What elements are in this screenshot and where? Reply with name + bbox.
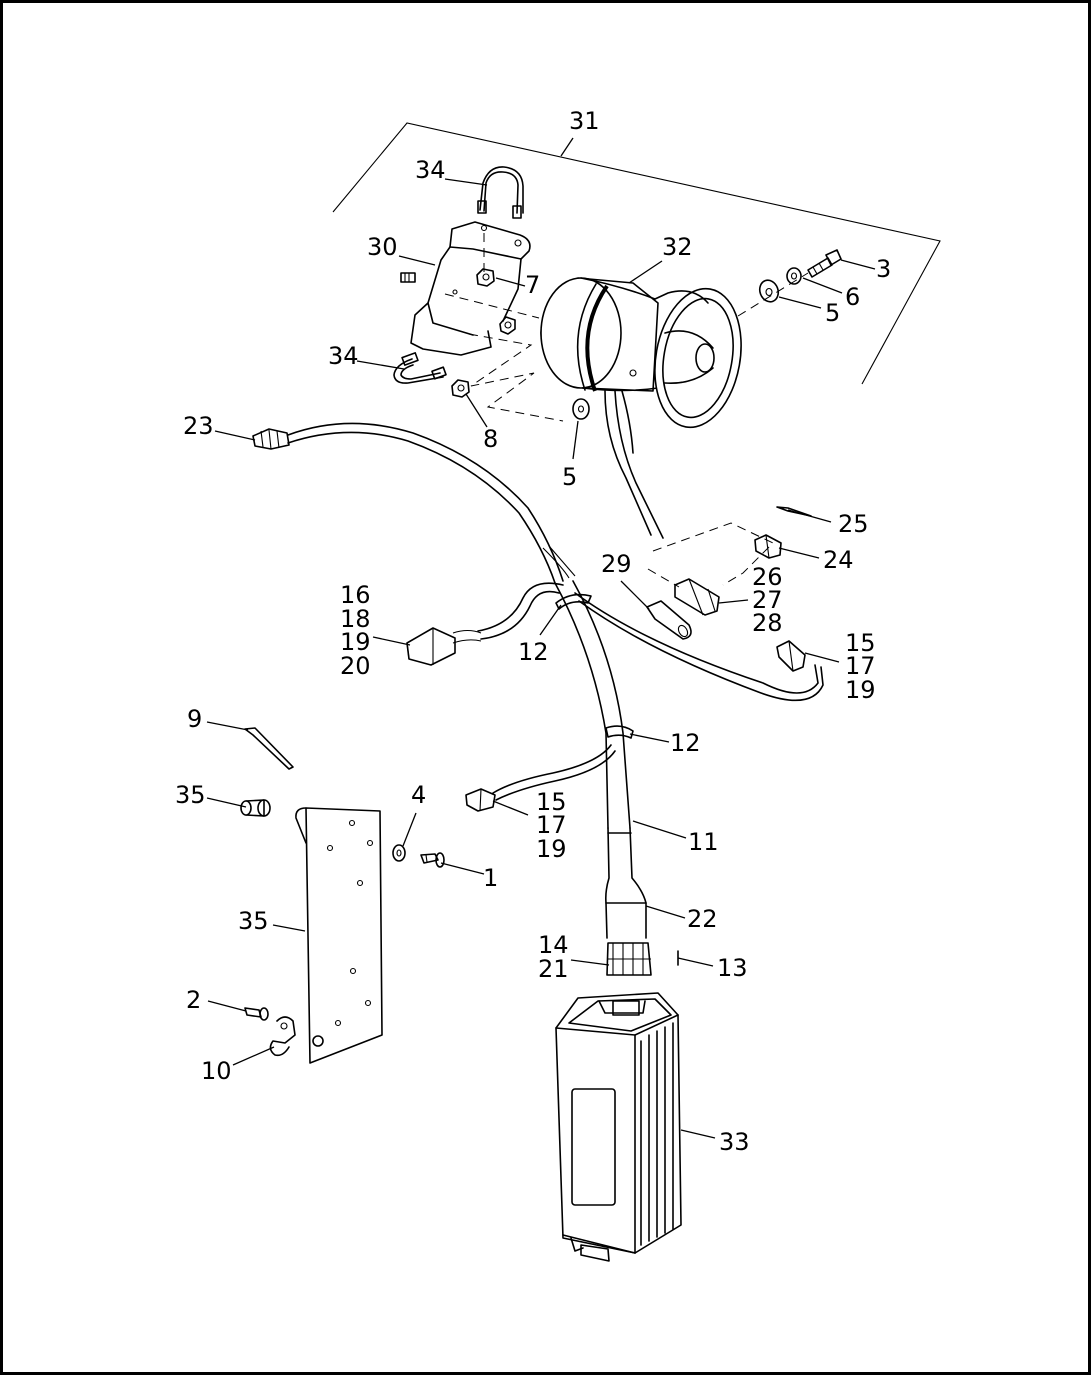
callout-13: 13 [717,954,748,982]
callout-20: 20 [340,652,371,680]
callout-labels: 31 34 30 32 7 3 6 5 34 8 5 23 25 24 29 2… [175,107,891,1156]
callout-15-a: 15 [845,629,876,657]
seal-29 [646,600,692,640]
callout-29: 29 [601,550,632,578]
callout-35-top: 35 [175,781,206,809]
siren-bracket-30 [410,221,531,356]
callout-1: 1 [483,864,498,892]
spacer-35 [240,799,271,817]
callout-14: 14 [538,931,569,959]
connector-16-20 [406,627,482,666]
callout-16: 16 [340,581,371,609]
callout-28: 28 [752,609,783,637]
siren-leads [604,390,664,539]
leader-lines [206,178,876,1139]
callout-15-b: 15 [536,788,567,816]
parts-diagram: 31 34 30 32 7 3 6 5 34 8 5 23 25 24 29 2… [175,107,941,1262]
washer-5-right [758,279,780,303]
assembly-31-bracket [332,122,941,385]
connector-15-17-19-lower [465,788,496,812]
callout-26: 26 [752,563,783,591]
nut-8 [451,379,470,398]
callout-7: 7 [525,271,540,299]
siren-alignment-dashes [444,233,564,422]
connector-24 [754,534,782,559]
clip-10 [269,1016,296,1057]
callout-11: 11 [688,828,719,856]
mounting-plate-35 [295,807,383,1064]
callout-4: 4 [411,781,426,809]
callout-19-c: 19 [536,835,567,863]
callout-12-upper: 12 [518,638,549,666]
siren-speaker-32 [540,277,742,429]
screw-1 [420,852,445,868]
callout-17-b: 17 [536,811,567,839]
callout-3: 3 [876,255,891,283]
washer-5-lower [572,398,590,420]
callout-34-left: 34 [328,342,359,370]
callout-32: 32 [662,233,693,261]
screw-3 [807,249,842,278]
lock-washer-6 [786,267,802,285]
bracket-bolt [400,272,416,283]
nut-7 [476,268,516,335]
callout-9: 9 [187,705,202,733]
siren-module-33 [555,992,682,1262]
callout-8: 8 [483,425,498,453]
callout-22: 22 [687,905,718,933]
washer-4 [392,844,406,862]
ecu-connector-14-21 [606,942,652,976]
connector-23 [252,428,290,450]
callout-35-plate: 35 [238,907,269,935]
u-bolt-top-34 [477,166,524,219]
connector-26-28 [674,578,720,616]
screw-2 [244,1007,269,1021]
callout-33: 33 [719,1128,750,1156]
screw-axis-dash [737,272,809,317]
callout-19-a: 19 [340,628,371,656]
callout-34-top: 34 [415,156,446,184]
callout-23: 23 [183,412,214,440]
callout-5-right: 5 [825,299,840,327]
callout-27: 27 [752,586,783,614]
callout-10: 10 [201,1057,232,1085]
callout-5-lower: 5 [562,463,577,491]
callout-19-b: 19 [845,676,876,704]
callout-21: 21 [538,955,569,983]
callout-17-a: 17 [845,652,876,680]
callout-2: 2 [186,986,201,1014]
callout-24: 24 [823,546,854,574]
callout-31: 31 [569,107,600,135]
connector-alignment-dash-2 [647,568,680,588]
cable-tie-9 [244,727,294,770]
callout-25: 25 [838,510,869,538]
callout-18: 18 [340,605,371,633]
callout-12-lower: 12 [670,729,701,757]
u-bolt-left-34 [393,352,447,384]
connector-15-17-19-right [776,640,806,672]
callout-6: 6 [845,283,860,311]
callout-30: 30 [367,233,398,261]
main-harness-11 [287,422,824,939]
